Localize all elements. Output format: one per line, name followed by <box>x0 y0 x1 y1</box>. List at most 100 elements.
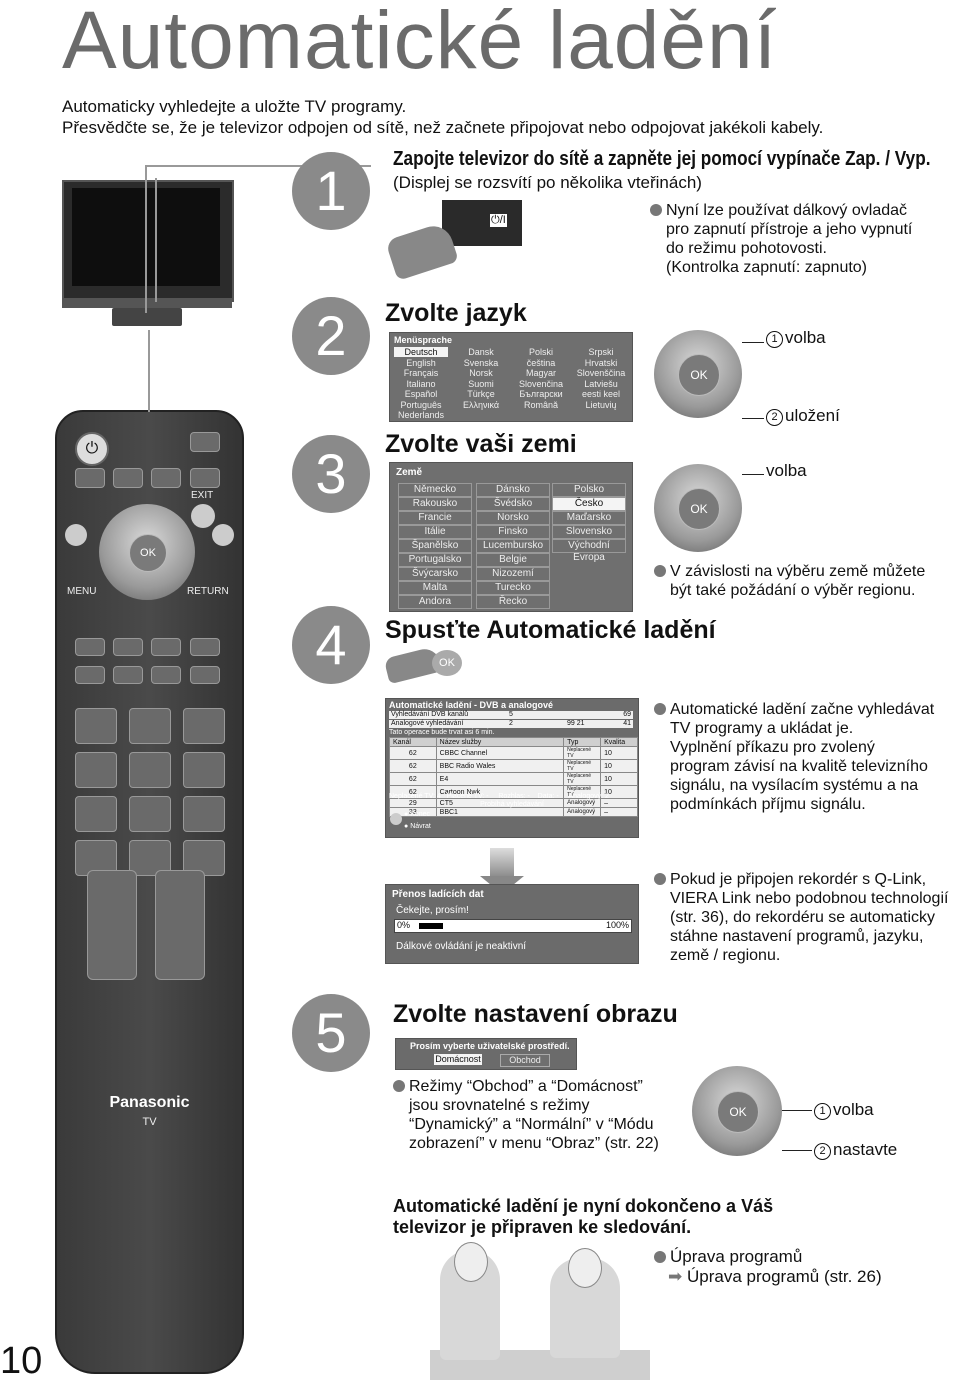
data-transfer-screen: Přenos ladících dat Čekejte, prosím! 0% … <box>385 884 639 964</box>
language-option[interactable]: Latviešu <box>574 378 628 389</box>
country-option[interactable]: Řecko <box>476 595 550 609</box>
language-option[interactable]: Slovenščina <box>574 368 628 378</box>
option-shop-button[interactable]: Obchod <box>500 1054 550 1067</box>
intro-line-2: Přesvědčte se, že je televizor odpojen o… <box>62 118 824 137</box>
country-menu-title: Země <box>396 467 423 478</box>
language-option[interactable]: Norsk <box>454 368 508 378</box>
language-option[interactable]: Български <box>514 389 568 399</box>
step-1-subheading: (Displej se rozsvítí po několika vteřiná… <box>393 173 702 192</box>
step-3-dpad[interactable]: OK <box>654 464 742 552</box>
country-option[interactable]: Lucembursko <box>476 539 550 553</box>
country-option[interactable]: Portugalsko <box>398 553 472 567</box>
country-option[interactable]: Rakousko <box>398 497 472 511</box>
return-button[interactable] <box>212 524 234 546</box>
country-option[interactable]: Malta <box>398 581 472 595</box>
language-option[interactable]: Français <box>394 368 448 378</box>
scan-progress-text: Probíhá vyhledávání <box>480 801 544 808</box>
remote-exit-label: EXIT <box>191 490 214 501</box>
ok-press-illustration: OK <box>383 645 466 685</box>
language-option[interactable]: Slovenčina <box>514 378 568 389</box>
country-option[interactable]: Dánsko <box>476 483 550 497</box>
navigation-icon <box>390 813 402 825</box>
edit-programs-ref: ➡ Úprava programů (str. 26) <box>668 1267 882 1286</box>
country-option[interactable]: Itálie <box>398 525 472 539</box>
country-option[interactable]: Francie <box>398 511 472 525</box>
power-icon[interactable]: ⏻ <box>75 432 109 466</box>
country-option[interactable]: Švýcarsko <box>398 567 472 581</box>
language-option[interactable]: Lietuvių <box>574 399 628 410</box>
language-option[interactable]: čeština <box>514 357 568 368</box>
language-option[interactable]: Deutsch <box>394 347 448 357</box>
remote-dpad[interactable]: OK <box>99 504 195 600</box>
country-option[interactable]: Česko <box>552 497 626 511</box>
country-option[interactable]: Norsko <box>476 511 550 525</box>
language-option[interactable]: Svenska <box>454 357 508 368</box>
transfer-wait: Čekejte, prosím! <box>396 905 469 916</box>
language-option[interactable]: Română <box>514 399 568 410</box>
menu-button[interactable] <box>65 524 87 546</box>
language-option[interactable]: Türkçe <box>454 389 508 399</box>
country-option[interactable]: Německo <box>398 483 472 497</box>
language-option[interactable]: Suomi <box>454 378 508 389</box>
remote-menu-label: MENU <box>67 586 97 597</box>
dpad-ok-button[interactable]: OK <box>678 354 720 396</box>
scan-back: ● Návrat <box>404 823 431 830</box>
transfer-remote-inactive: Dálkové ovládání je neaktivní <box>396 941 527 952</box>
remote-control: ⏻ EXIT OK MENU RETURN Panasonic TV <box>55 410 244 1374</box>
step-2-dpad[interactable]: OK <box>654 330 742 418</box>
country-option[interactable]: Maďarsko <box>552 511 626 525</box>
transfer-progress-bar: 0% 100% <box>394 919 632 933</box>
scan-title: Automatické ladění - DVB a analogové <box>389 700 554 710</box>
country-option[interactable]: Belgie <box>476 553 550 567</box>
language-option[interactable]: Srpski <box>574 347 628 357</box>
step-3-note: V závislosti na výběru země můžete být t… <box>654 562 954 600</box>
language-option[interactable]: Ελληνικά <box>454 399 508 410</box>
option-home-button[interactable]: Domácnost <box>434 1054 482 1065</box>
step-4-number: 4 <box>292 606 370 684</box>
country-option[interactable]: Finsko <box>476 525 550 539</box>
scan-analog-row: Analogové vyhledávání 2 99 21 41 <box>389 720 633 728</box>
step-2-heading: Zvolte jazyk <box>385 299 527 327</box>
dpad-ok-button-5[interactable]: OK <box>717 1091 759 1133</box>
language-option[interactable]: Italiano <box>394 378 448 389</box>
country-option[interactable]: Španělsko <box>398 539 472 553</box>
language-option[interactable]: Polski <box>514 347 568 357</box>
exit-button[interactable] <box>191 504 215 528</box>
arrow-right-icon: ➡ <box>668 1267 683 1286</box>
scan-exit: ● Konec <box>404 811 431 818</box>
remote-ok-button[interactable]: OK <box>129 534 167 572</box>
country-option[interactable]: Nizozemí <box>476 567 550 581</box>
page-title: Automatické ladění <box>62 0 778 86</box>
step-3-select-label: volba <box>766 461 807 480</box>
power-switch-illustration: ⏻/I <box>385 200 530 281</box>
step-5-dpad[interactable]: OK <box>692 1066 782 1156</box>
step-1-heading: Zapojte televizor do sítě a zapněte jej … <box>393 148 931 170</box>
country-option[interactable]: Turecko <box>476 581 550 595</box>
scan-duration: Tato operace bude trvat asi 6 min. <box>389 729 495 736</box>
country-option[interactable]: Polsko <box>552 483 626 497</box>
language-option[interactable]: Português <box>394 399 448 410</box>
country-option[interactable]: Andora <box>398 595 472 609</box>
transfer-progress-fill <box>419 923 443 929</box>
people-watching-tv-illustration <box>430 1240 650 1380</box>
language-option[interactable]: Español <box>394 389 448 399</box>
language-option[interactable]: English <box>394 357 448 368</box>
ok-button-icon: OK <box>432 650 462 676</box>
language-option[interactable]: Dansk <box>454 347 508 357</box>
language-option[interactable]: eesti keel <box>574 389 628 399</box>
dpad-ok-button-3[interactable]: OK <box>678 488 720 530</box>
language-option[interactable]: Magyar <box>514 368 568 378</box>
country-option[interactable]: Švédsko <box>476 497 550 511</box>
transfer-note: Pokud je připojen rekordér s Q-Link, VIE… <box>654 870 960 965</box>
country-option[interactable]: Slovensko <box>552 525 626 539</box>
country-option[interactable]: Východní Evropa <box>552 539 626 563</box>
language-option[interactable]: Nederlands <box>394 410 448 420</box>
language-option[interactable]: Hrvatski <box>574 357 628 368</box>
power-switch-label: ⏻/I <box>490 214 507 227</box>
intro-line-1: Automaticky vyhledejte a uložte TV progr… <box>62 97 407 116</box>
